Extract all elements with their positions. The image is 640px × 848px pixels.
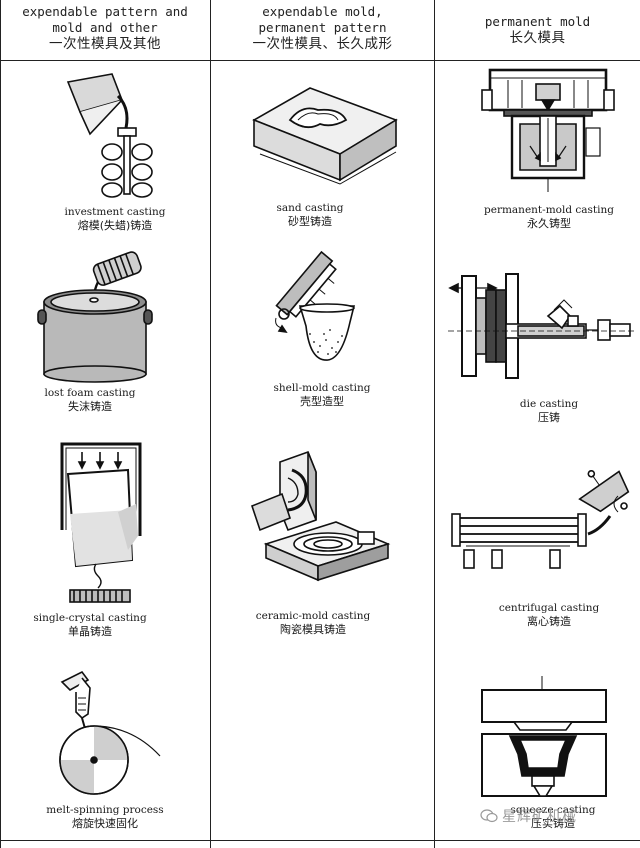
caption-zh: 离心铸造: [527, 615, 571, 628]
caption-lost-foam-casting: lost foam casting 失沫铸造: [0, 387, 180, 413]
caption-permanent-mold-casting: permanent-mold casting 永久铸型: [458, 204, 640, 230]
caption-squeeze-casting: squeeze casting 压实铸造: [478, 804, 628, 830]
caption-zh: 壳型造型: [300, 395, 344, 408]
column-header-expendable-mold: expendable mold, permanent pattern 一次性模具…: [211, 4, 434, 52]
header-en-line1: permanent mold: [484, 14, 591, 29]
caption-en: sand casting: [276, 202, 344, 214]
caption-en: shell-mold casting: [273, 382, 371, 394]
caption-zh: 单晶铸造: [68, 625, 112, 638]
squeeze-casting-illustration: [481, 676, 607, 797]
column-divider-2: [434, 0, 435, 848]
table-border-bottom: [0, 840, 640, 841]
caption-die-casting: die casting 压铸: [458, 398, 640, 424]
caption-en: ceramic-mold casting: [255, 610, 371, 622]
header-en-line2: mold and other: [52, 20, 158, 35]
column-divider-1: [210, 0, 211, 848]
header-en-line2: permanent pattern: [258, 20, 387, 35]
caption-en: squeeze casting: [510, 804, 596, 816]
watermark: 星辉矿机械: [480, 806, 577, 826]
shell-mold-casting-illustration: [275, 250, 356, 361]
caption-zh: 熔模(失蜡)铸造: [77, 219, 153, 232]
wechat-logo-icon: [480, 809, 498, 823]
permanent-mold-casting-illustration: [481, 68, 615, 192]
caption-zh: 陶瓷模具铸造: [280, 623, 346, 636]
caption-en: die casting: [519, 398, 579, 410]
caption-en: melt-spinning process: [46, 804, 164, 816]
lost-foam-casting-illustration: [37, 251, 153, 383]
column-header-permanent-mold: permanent mold 长久模具: [435, 14, 640, 46]
header-en-line1: expendable pattern and: [22, 4, 188, 19]
caption-melt-spinning: melt-spinning process 熔旋快速固化: [10, 804, 200, 830]
investment-casting-illustration: [66, 73, 153, 198]
column-header-expendable-pattern: expendable pattern and mold and other 一次…: [0, 4, 210, 52]
caption-en: investment casting: [64, 206, 166, 218]
table-border-left: [0, 0, 1, 848]
header-zh: 一次性模具、长久成形: [252, 36, 393, 52]
caption-centrifugal-casting: centrifugal casting 离心铸造: [458, 602, 640, 628]
melt-spinning-illustration: [59, 670, 161, 795]
header-zh: 长久模具: [509, 30, 566, 46]
caption-en: centrifugal casting: [498, 602, 600, 614]
caption-en: single-crystal casting: [33, 612, 147, 624]
caption-zh: 永久铸型: [527, 217, 571, 230]
caption-zh: 熔旋快速固化: [72, 817, 138, 830]
centrifugal-casting-illustration: [451, 469, 630, 569]
die-casting-illustration: [448, 273, 634, 379]
caption-ceramic-mold-casting: ceramic-mold casting 陶瓷模具铸造: [218, 610, 408, 636]
caption-zh: 压铸: [538, 411, 560, 424]
watermark-text: 星辉矿机械: [502, 809, 577, 825]
sand-casting-illustration: [252, 87, 398, 185]
caption-shell-mold-casting: shell-mold casting 壳型造型: [232, 382, 412, 408]
caption-en: lost foam casting: [44, 387, 136, 399]
caption-zh: 压实铸造: [531, 817, 575, 830]
single-crystal-casting-illustration: [60, 442, 142, 603]
ceramic-mold-casting-illustration: [251, 450, 391, 582]
header-en-line1: expendable mold,: [262, 4, 383, 19]
header-divider: [0, 60, 640, 61]
caption-single-crystal-casting: single-crystal casting 单晶铸造: [0, 612, 180, 638]
caption-investment-casting: investment casting 熔模(失蜡)铸造: [20, 206, 210, 232]
header-zh: 一次性模具及其他: [49, 36, 161, 52]
caption-sand-casting: sand casting 砂型铸造: [220, 202, 400, 228]
caption-en: permanent-mold casting: [484, 204, 614, 216]
caption-zh: 失沫铸造: [68, 400, 112, 413]
caption-zh: 砂型铸造: [288, 215, 332, 228]
